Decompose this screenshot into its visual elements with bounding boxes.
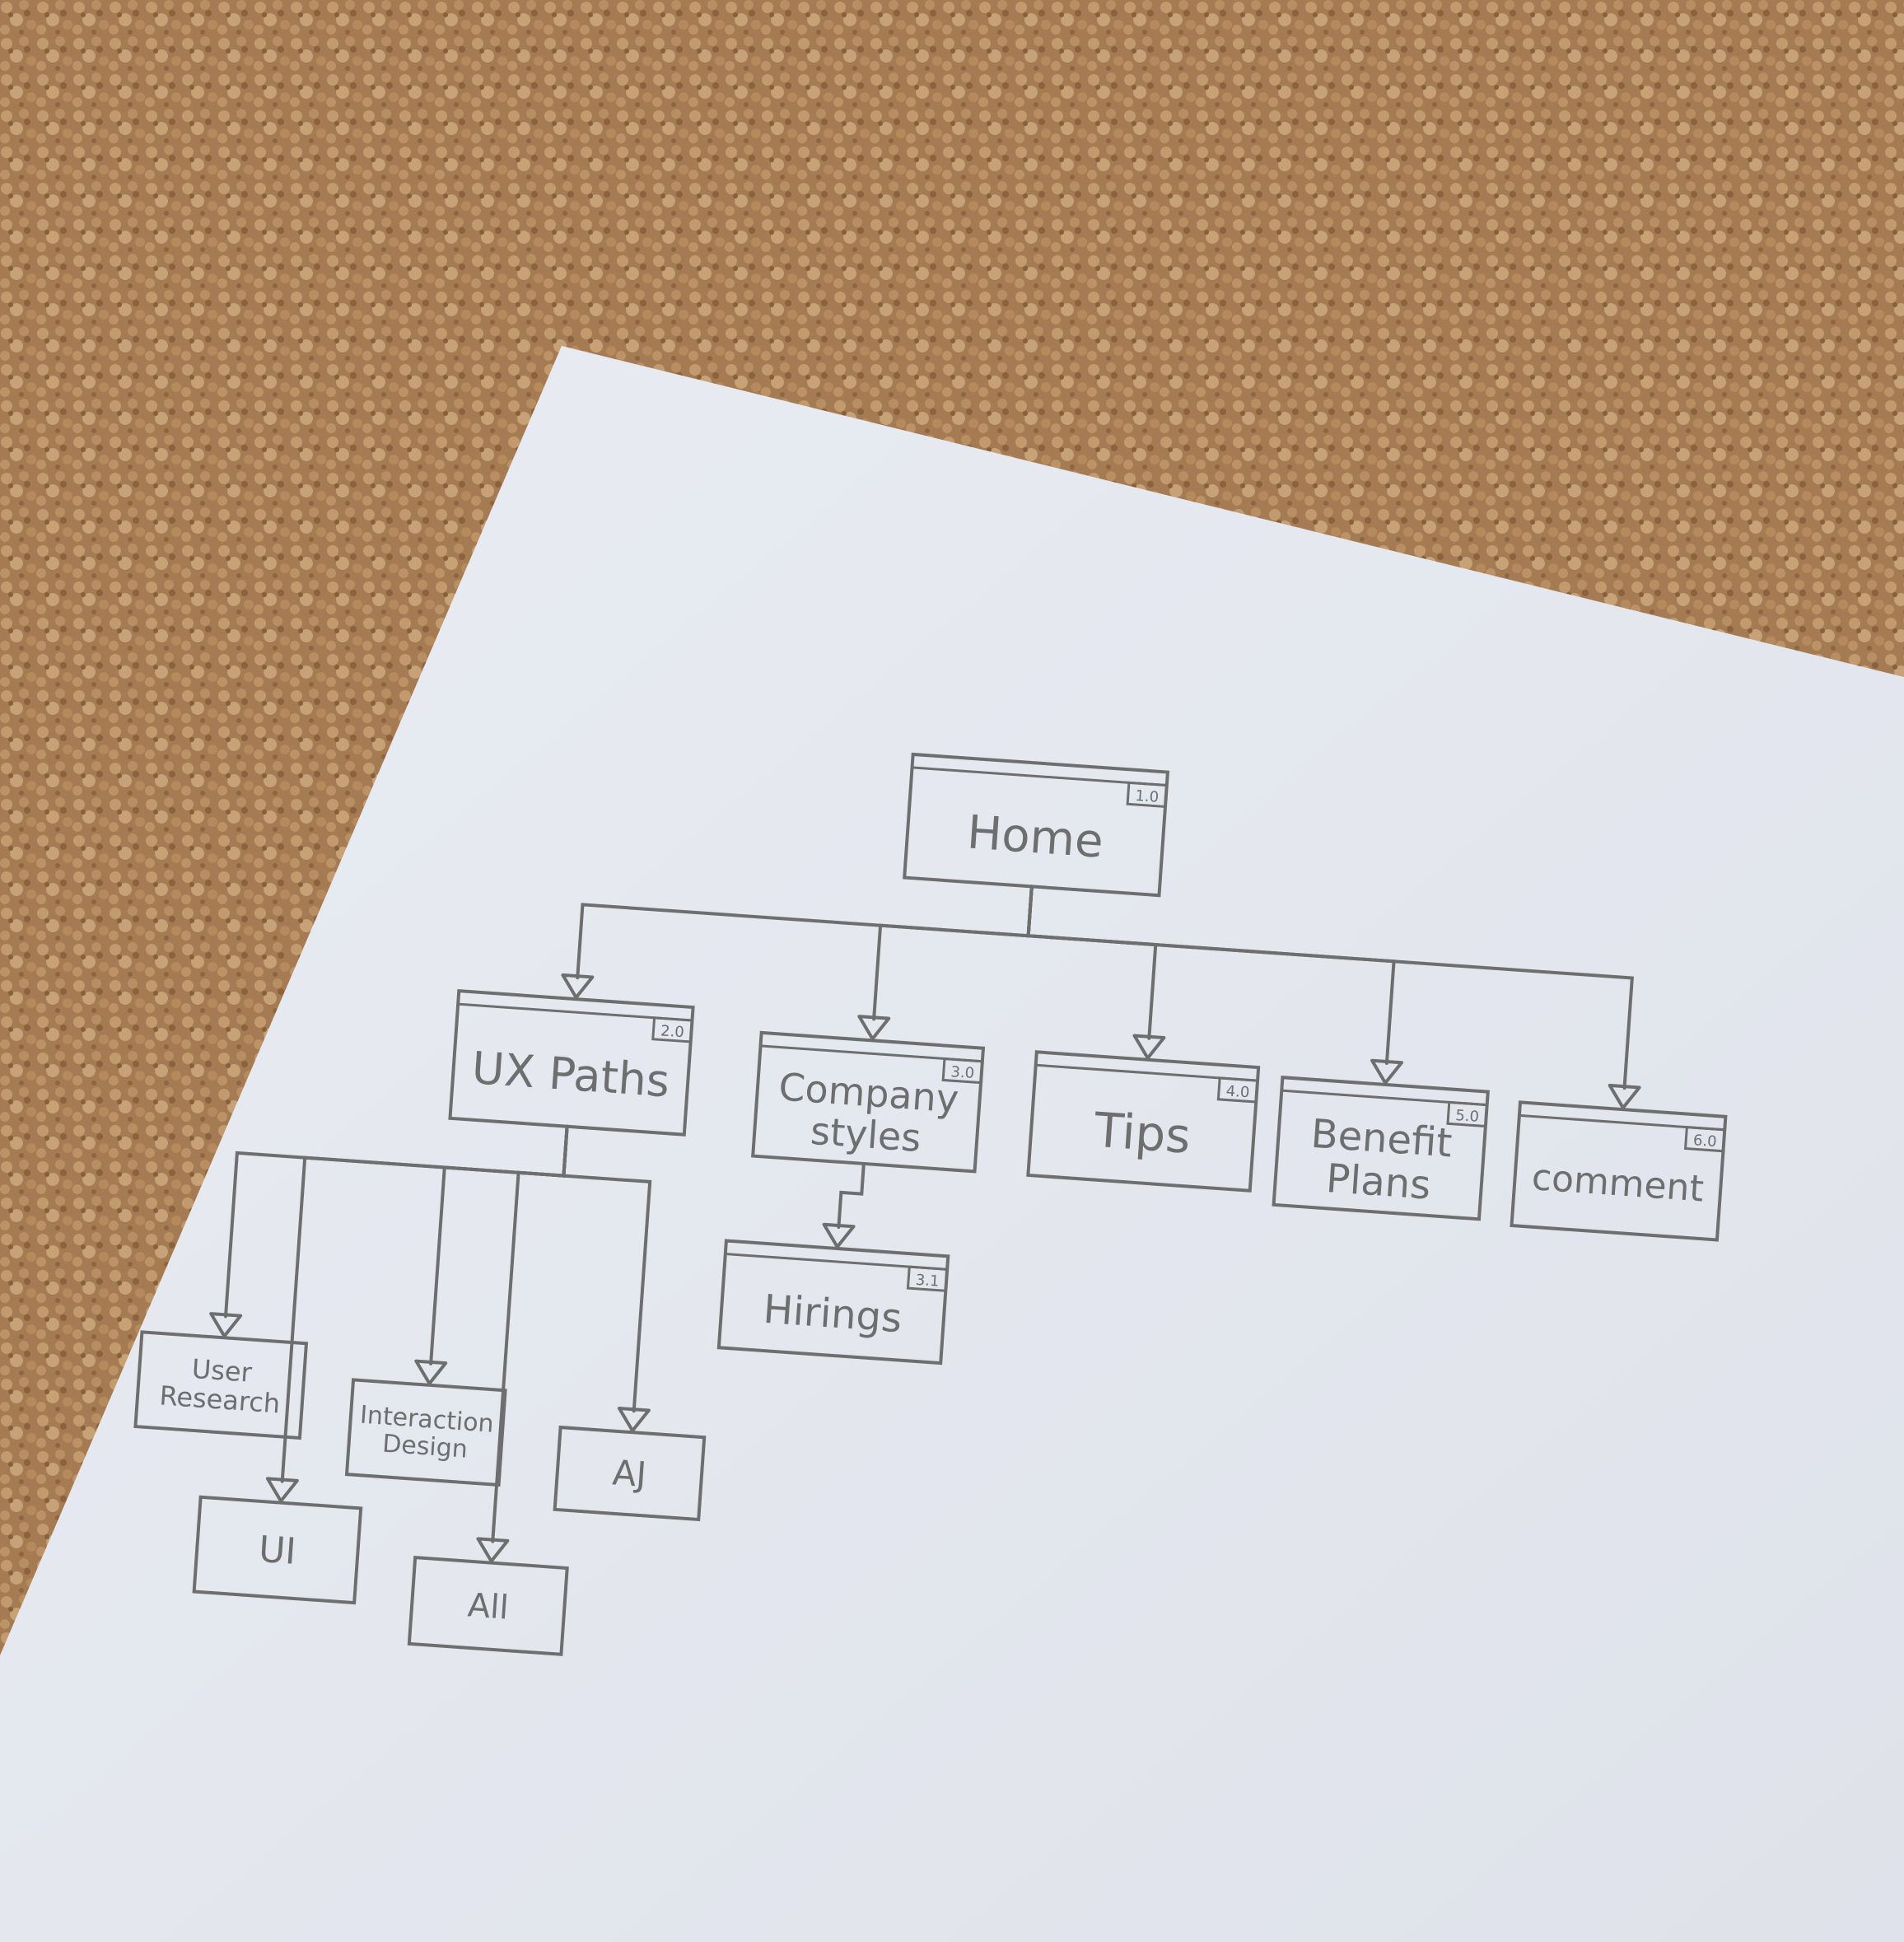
node-label: UI [258,1529,298,1573]
node-all: All [407,1556,569,1656]
connector-line [837,1161,866,1230]
node-number-tab [1683,1125,1726,1153]
node-number-tab [941,1057,984,1085]
node-label: Hirings [762,1286,903,1342]
node-box [1026,1050,1261,1193]
node-label: styles [809,1109,922,1160]
connectors [209,885,1641,1563]
node-number-tab [1446,1100,1489,1128]
node-label: Home [965,805,1105,868]
node-box [1272,1076,1490,1221]
node-label: Plans [1324,1155,1432,1209]
node-box [1510,1100,1728,1242]
node-number: 3.1 [915,1272,940,1291]
arrowhead [1370,1058,1404,1085]
arrowhead [476,1537,510,1563]
node-number-tab [1216,1076,1259,1104]
connector-line [562,1124,652,1413]
node-box [133,1330,309,1440]
node-number: 3.0 [950,1063,975,1082]
node-box [448,989,695,1137]
arrowhead [561,973,595,1000]
node-box [192,1495,363,1605]
node-label: All [466,1586,510,1627]
arrowhead [1608,1083,1641,1110]
node-number: 6.0 [1692,1132,1717,1151]
node-label: AJ [611,1452,647,1495]
arrowhead [209,1312,243,1338]
node-label: Design [381,1430,469,1464]
arrowhead [857,1015,891,1041]
node-number-tab [651,1016,694,1043]
node-label: Tips [1092,1102,1192,1165]
node-box [553,1425,707,1522]
node-box [344,1378,507,1487]
connector-line [1026,885,1634,1090]
node-label: Benefit [1309,1111,1454,1167]
node-box [407,1556,569,1656]
node-ui: UI [192,1495,363,1605]
node-aj: AJ [553,1425,707,1522]
paper-sheet [0,346,1904,1942]
arrowhead [822,1222,856,1249]
node-number-tab [1126,781,1169,809]
node-box [716,1239,950,1365]
node-box [751,1030,986,1174]
node-number: 5.0 [1455,1107,1480,1126]
arrowhead [1132,1034,1166,1060]
node-number-tab [906,1265,949,1292]
node-number: 2.0 [660,1022,684,1041]
node-number: 4.0 [1225,1082,1250,1101]
node-title-bar [912,766,1167,787]
node-label: User [191,1353,254,1389]
arrowhead [617,1406,651,1433]
arrowhead [414,1359,448,1385]
node-box [903,752,1170,898]
node-number: 1.0 [1135,787,1160,806]
arrowhead [265,1477,299,1503]
